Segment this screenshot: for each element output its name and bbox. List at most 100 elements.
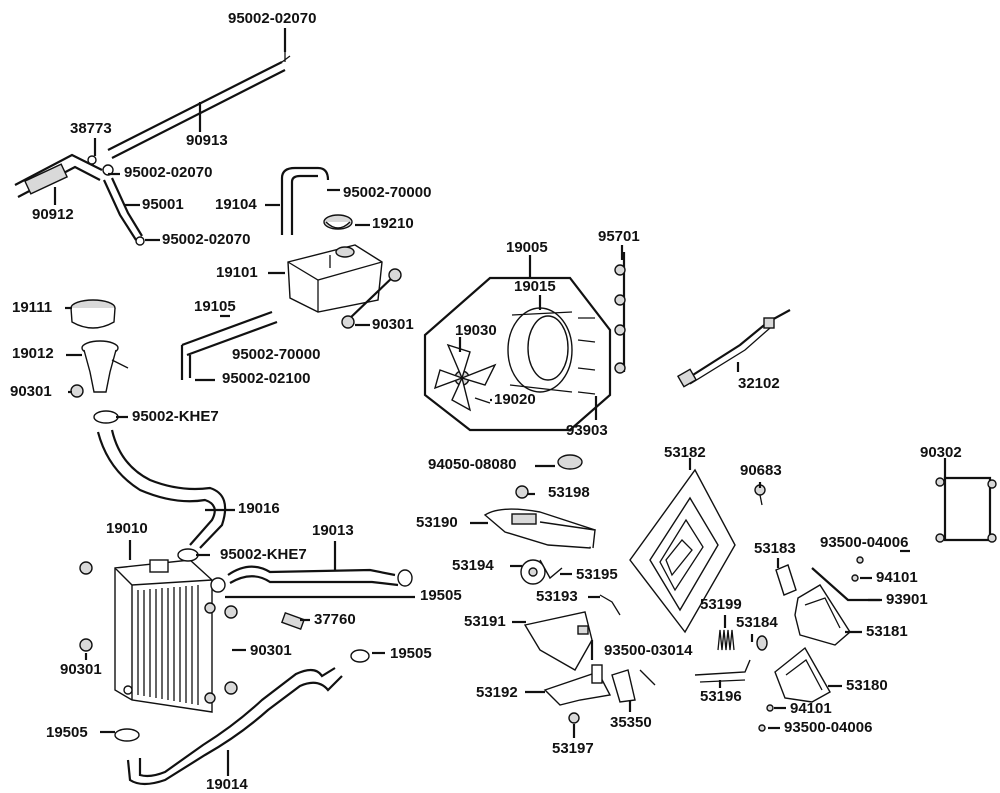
fan-19030 (433, 343, 497, 412)
filler-neck-19012 (81, 340, 129, 393)
reservoir-tank-19101 (287, 244, 383, 313)
label-90912: 90912 (32, 206, 74, 223)
bolt-90301-r3 (224, 605, 238, 619)
bolts-95701 (614, 252, 626, 374)
seat-frame-53182 (629, 468, 736, 634)
hose-19104 (280, 166, 330, 235)
label-53199: 53199 (700, 596, 742, 613)
label-19020: 19020 (494, 391, 536, 408)
label-95002-02100: 95002-02100 (222, 370, 311, 387)
rod-53196 (694, 659, 751, 683)
bolt-53198 (515, 485, 529, 499)
washer-94101-top (851, 574, 859, 582)
motor-19020 (474, 397, 491, 404)
radiator-19010 (114, 559, 216, 713)
shroud-19015 (507, 307, 573, 393)
label-95002-khe7-b: 95002-KHE7 (220, 546, 307, 563)
clamp-95002-khe7-mid (177, 548, 199, 562)
label-90301-a: 90301 (372, 316, 414, 333)
plate-53191 (523, 611, 593, 671)
label-95002-02070-low: 95002-02070 (162, 231, 251, 248)
label-53196: 53196 (700, 688, 742, 705)
label-95002-70000-a: 95002-70000 (343, 184, 432, 201)
plate-53192 (543, 664, 612, 706)
screws-93903 (577, 317, 596, 395)
clip-53193 (599, 594, 621, 616)
label-19015: 19015 (514, 278, 556, 295)
label-95001: 95001 (142, 196, 184, 213)
part-53183 (775, 564, 797, 596)
label-93903: 93903 (566, 422, 608, 439)
label-19016: 19016 (238, 500, 280, 517)
label-19010: 19010 (106, 520, 148, 537)
cap-53184 (756, 635, 768, 651)
label-53191: 53191 (464, 613, 506, 630)
lever-35350 (611, 669, 656, 703)
label-19105: 19105 (194, 298, 236, 315)
label-93901: 93901 (886, 591, 928, 608)
label-53193: 53193 (536, 588, 578, 605)
hose-19014 (126, 667, 343, 786)
label-19012: 19012 (12, 345, 54, 362)
hose-95001 (102, 177, 143, 241)
clamp-19505-a (210, 577, 226, 593)
label-19005: 19005 (506, 239, 548, 256)
leader-lines (53, 28, 947, 776)
label-53182: 53182 (664, 444, 706, 461)
label-90301-c: 90301 (60, 661, 102, 678)
label-53181: 53181 (866, 623, 908, 640)
label-95002-02070-top: 95002-02070 (228, 10, 317, 27)
label-19101: 19101 (216, 264, 258, 281)
label-19104: 19104 (215, 196, 257, 213)
cap-19210 (323, 214, 353, 230)
hose-19016 (96, 429, 227, 549)
hose-90913 (107, 55, 291, 159)
hose-90912 (14, 153, 103, 198)
harness-32102 (676, 309, 791, 388)
label-53180: 53180 (846, 677, 888, 694)
bolt-90301-r2 (79, 638, 93, 652)
label-38773: 38773 (70, 120, 112, 137)
label-94050-08080: 94050-08080 (428, 456, 517, 473)
fan-group-outline (423, 276, 612, 432)
label-19014: 19014 (206, 776, 248, 793)
label-53192: 53192 (476, 684, 518, 701)
label-95701: 95701 (598, 228, 640, 245)
label-53183: 53183 (754, 540, 796, 557)
label-95002-khe7-a: 95002-KHE7 (132, 408, 219, 425)
housing-53181 (794, 584, 851, 646)
label-90683: 90683 (740, 462, 782, 479)
clamp-19505-low (114, 728, 140, 742)
label-53194: 53194 (452, 557, 494, 574)
label-94101-b: 94101 (790, 700, 832, 717)
label-19505-a: 19505 (420, 587, 462, 604)
gear-53194 (520, 559, 546, 585)
hose-19105 (180, 310, 278, 380)
label-32102: 32102 (738, 375, 780, 392)
label-53195: 53195 (576, 566, 618, 583)
label-19030: 19030 (455, 322, 497, 339)
clamp-95002-khe7-top (93, 410, 119, 424)
label-90301-d: 90301 (250, 642, 292, 659)
bolt-90301-r4 (224, 681, 238, 695)
label-90302: 90302 (920, 444, 962, 461)
label-90913: 90913 (186, 132, 228, 149)
bracket-53190 (483, 508, 596, 549)
screw-93500-04006-top (856, 556, 864, 564)
sensor-37760 (280, 611, 306, 631)
label-19505-b: 19505 (390, 645, 432, 662)
label-93500-03014: 93500-03014 (604, 642, 693, 659)
frame-90302 (935, 476, 997, 543)
clamp-19505-b (397, 569, 413, 587)
clamps-top (87, 40, 286, 246)
housing-53180 (774, 646, 831, 703)
label-53184: 53184 (736, 614, 778, 631)
hose-19013 (227, 565, 399, 587)
label-90301-b: 90301 (10, 383, 52, 400)
label-53190: 53190 (416, 514, 458, 531)
label-93500-04006-a: 93500-04006 (820, 534, 909, 551)
screw-93500-04006-low (758, 724, 766, 732)
bolt-90301-r1 (79, 561, 93, 575)
